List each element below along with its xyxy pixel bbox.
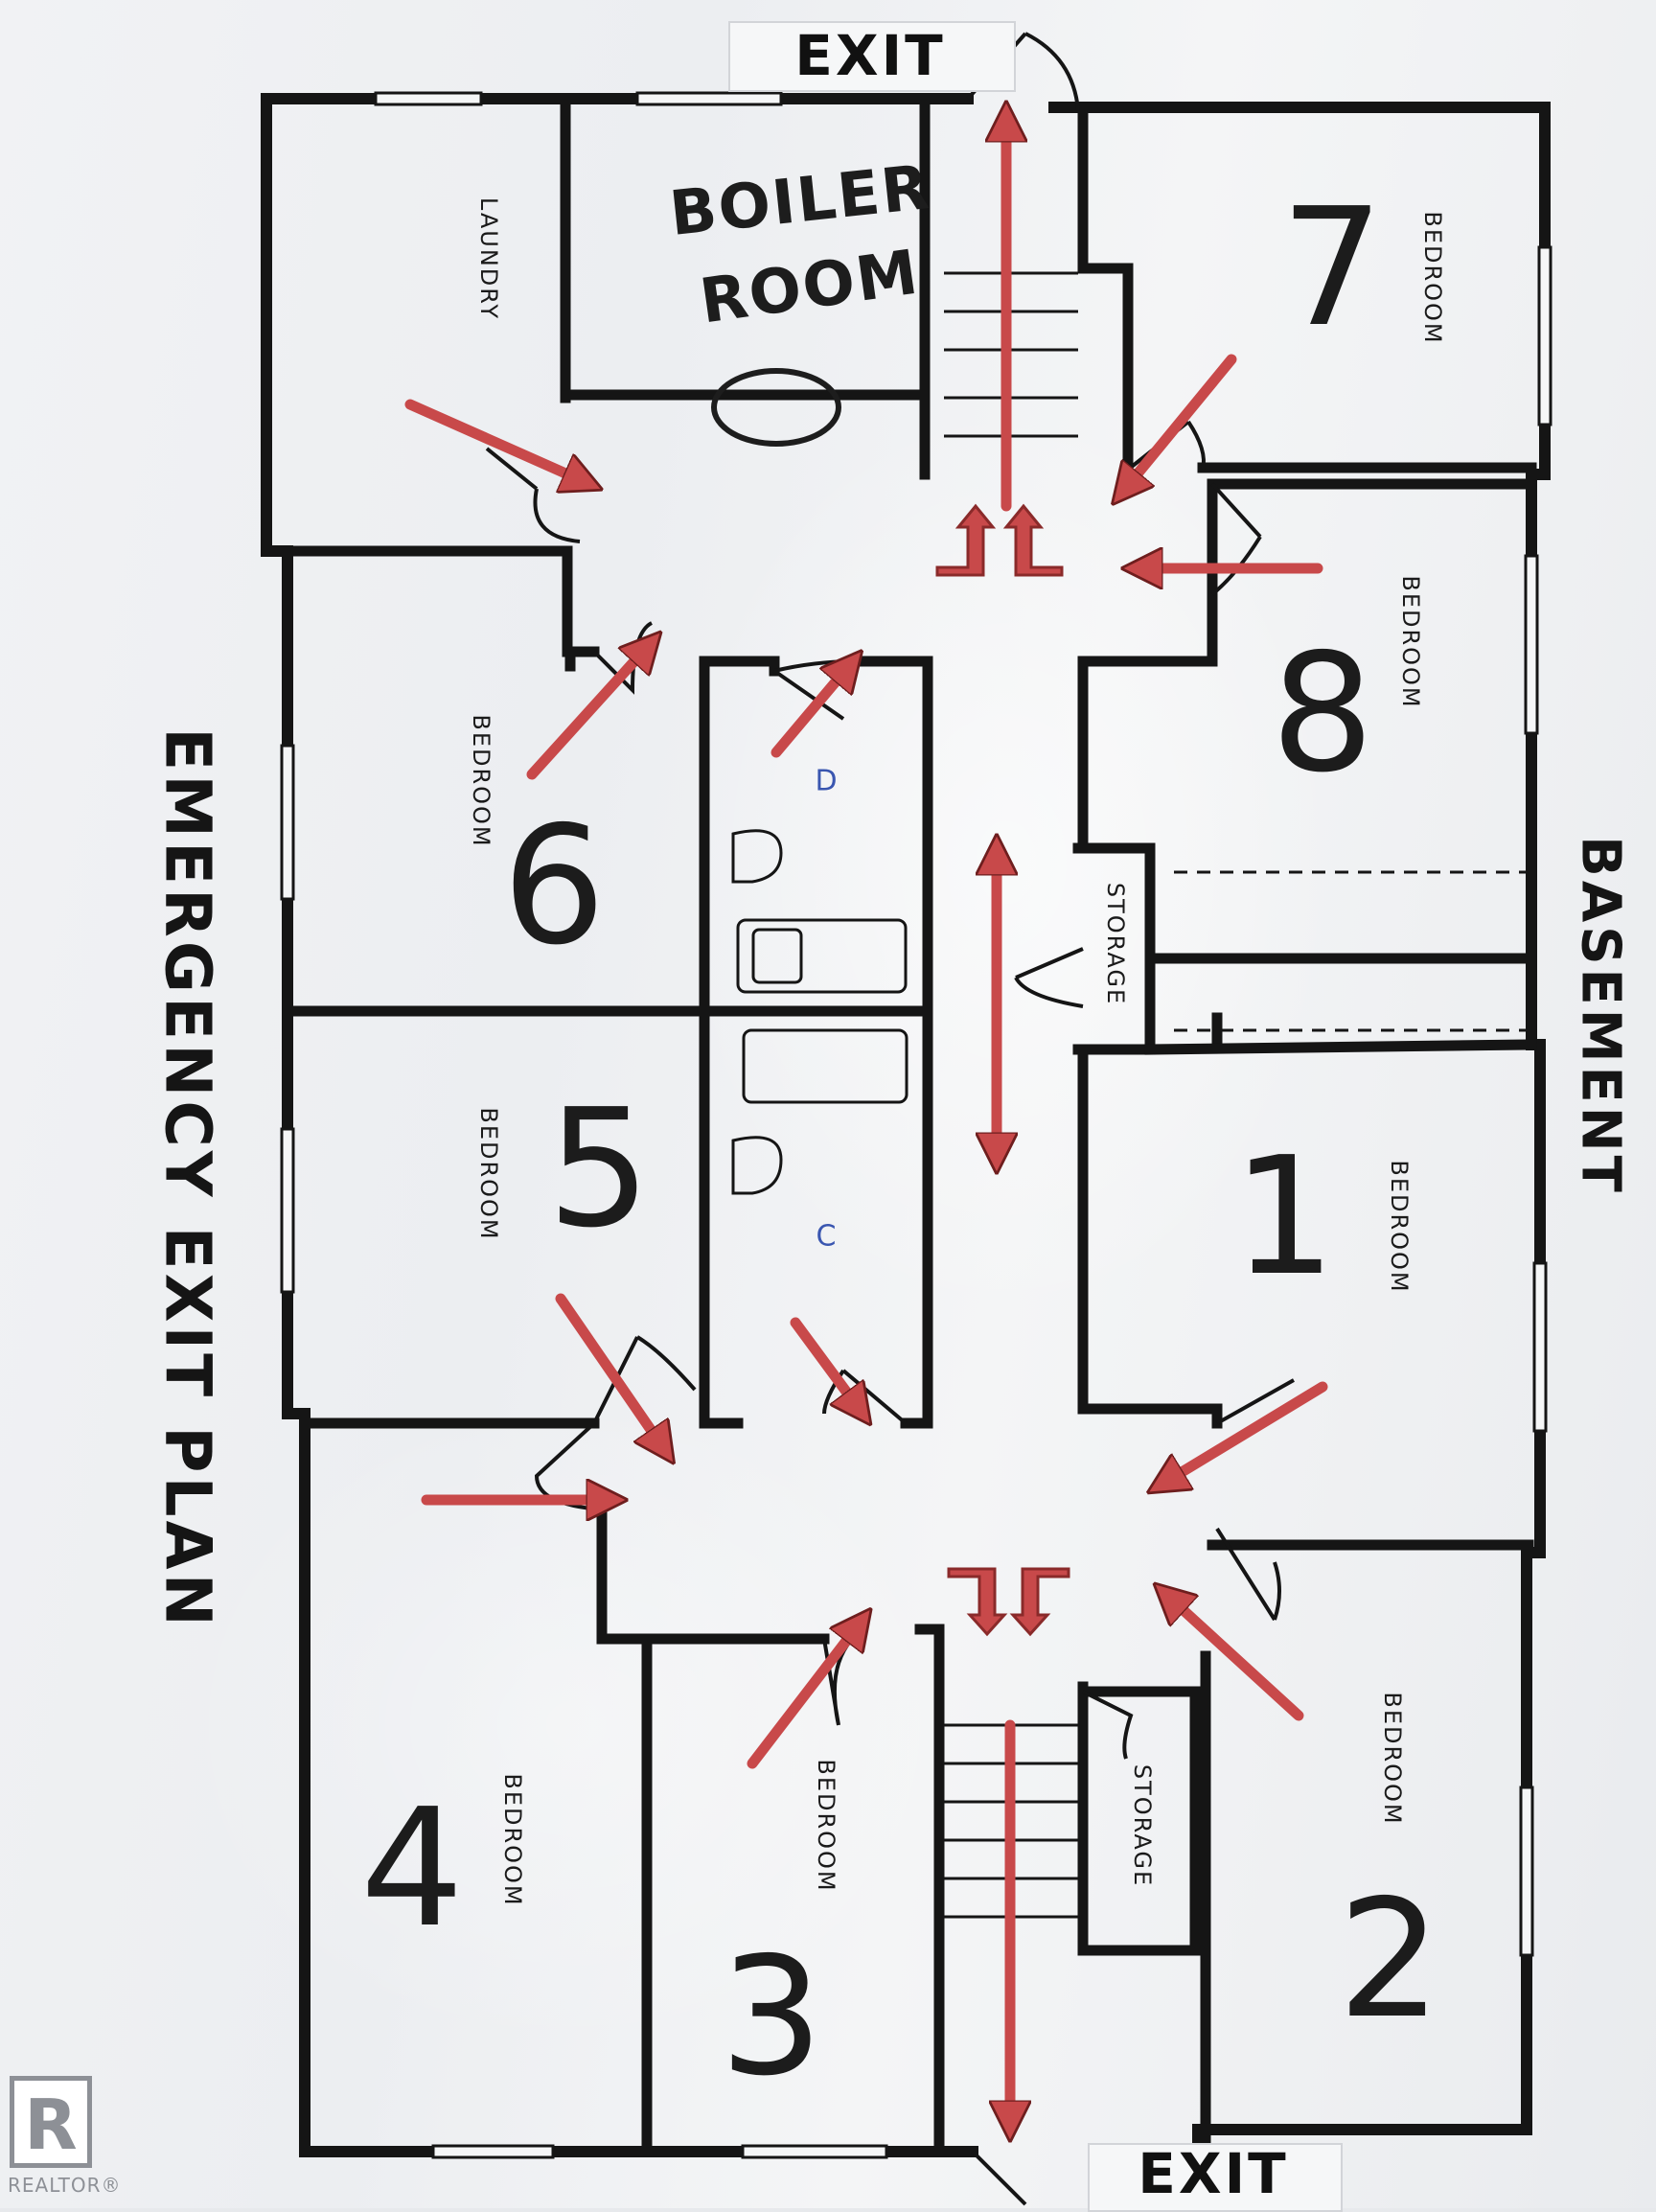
room-number-1: 1	[1231, 1122, 1337, 1312]
exit-box-top	[728, 21, 1016, 92]
floor-label: BASEMENT	[1569, 836, 1632, 1196]
windows	[280, 91, 1552, 2159]
uturn-arrows	[935, 503, 1070, 1637]
bedroom-5-label: BEDROOM	[475, 1107, 502, 1241]
room-number-5: 5	[546, 1074, 652, 1264]
realtor-logo: R	[10, 2076, 92, 2168]
plan-title: EMERGENCY EXIT PLAN	[150, 727, 225, 1630]
boiler-unit	[711, 368, 841, 447]
bedroom-8-label: BEDROOM	[1397, 575, 1424, 709]
bedroom-6-label: BEDROOM	[468, 714, 494, 848]
bedroom-7-label: BEDROOM	[1419, 211, 1446, 345]
bedroom-3-label: BEDROOM	[813, 1759, 840, 1893]
storage-label-middle: STORAGE	[1102, 882, 1129, 1006]
bedroom-1-label: BEDROOM	[1386, 1160, 1413, 1294]
closets	[1174, 870, 1529, 1032]
interior-walls	[261, 93, 1537, 2157]
bedroom-4-label: BEDROOM	[499, 1773, 526, 1907]
room-number-3: 3	[719, 1923, 824, 2112]
bedroom-2-label: BEDROOM	[1379, 1692, 1406, 1826]
realtor-watermark: R REALTOR®	[0, 2061, 120, 2208]
realtor-text: REALTOR®	[8, 2174, 122, 2197]
room-number-2: 2	[1337, 1865, 1442, 2055]
room-number-4: 4	[359, 1774, 465, 1964]
exit-label-bottom: EXIT	[1138, 2141, 1289, 2206]
exit-box-bottom	[1088, 2143, 1343, 2212]
bathroom-c-label: C	[816, 1219, 837, 1254]
bath-fixtures	[731, 829, 908, 1195]
storage-label-lower: STORAGE	[1129, 1763, 1156, 1888]
room-number-6: 6	[501, 792, 607, 981]
exit-arrows	[404, 115, 1328, 2128]
exit-label-top: EXIT	[794, 23, 946, 88]
bathroom-d-label: D	[815, 764, 838, 798]
room-number-7: 7	[1279, 173, 1385, 363]
laundry-label: LAUNDRY	[475, 196, 502, 321]
room-number-8: 8	[1270, 619, 1375, 809]
